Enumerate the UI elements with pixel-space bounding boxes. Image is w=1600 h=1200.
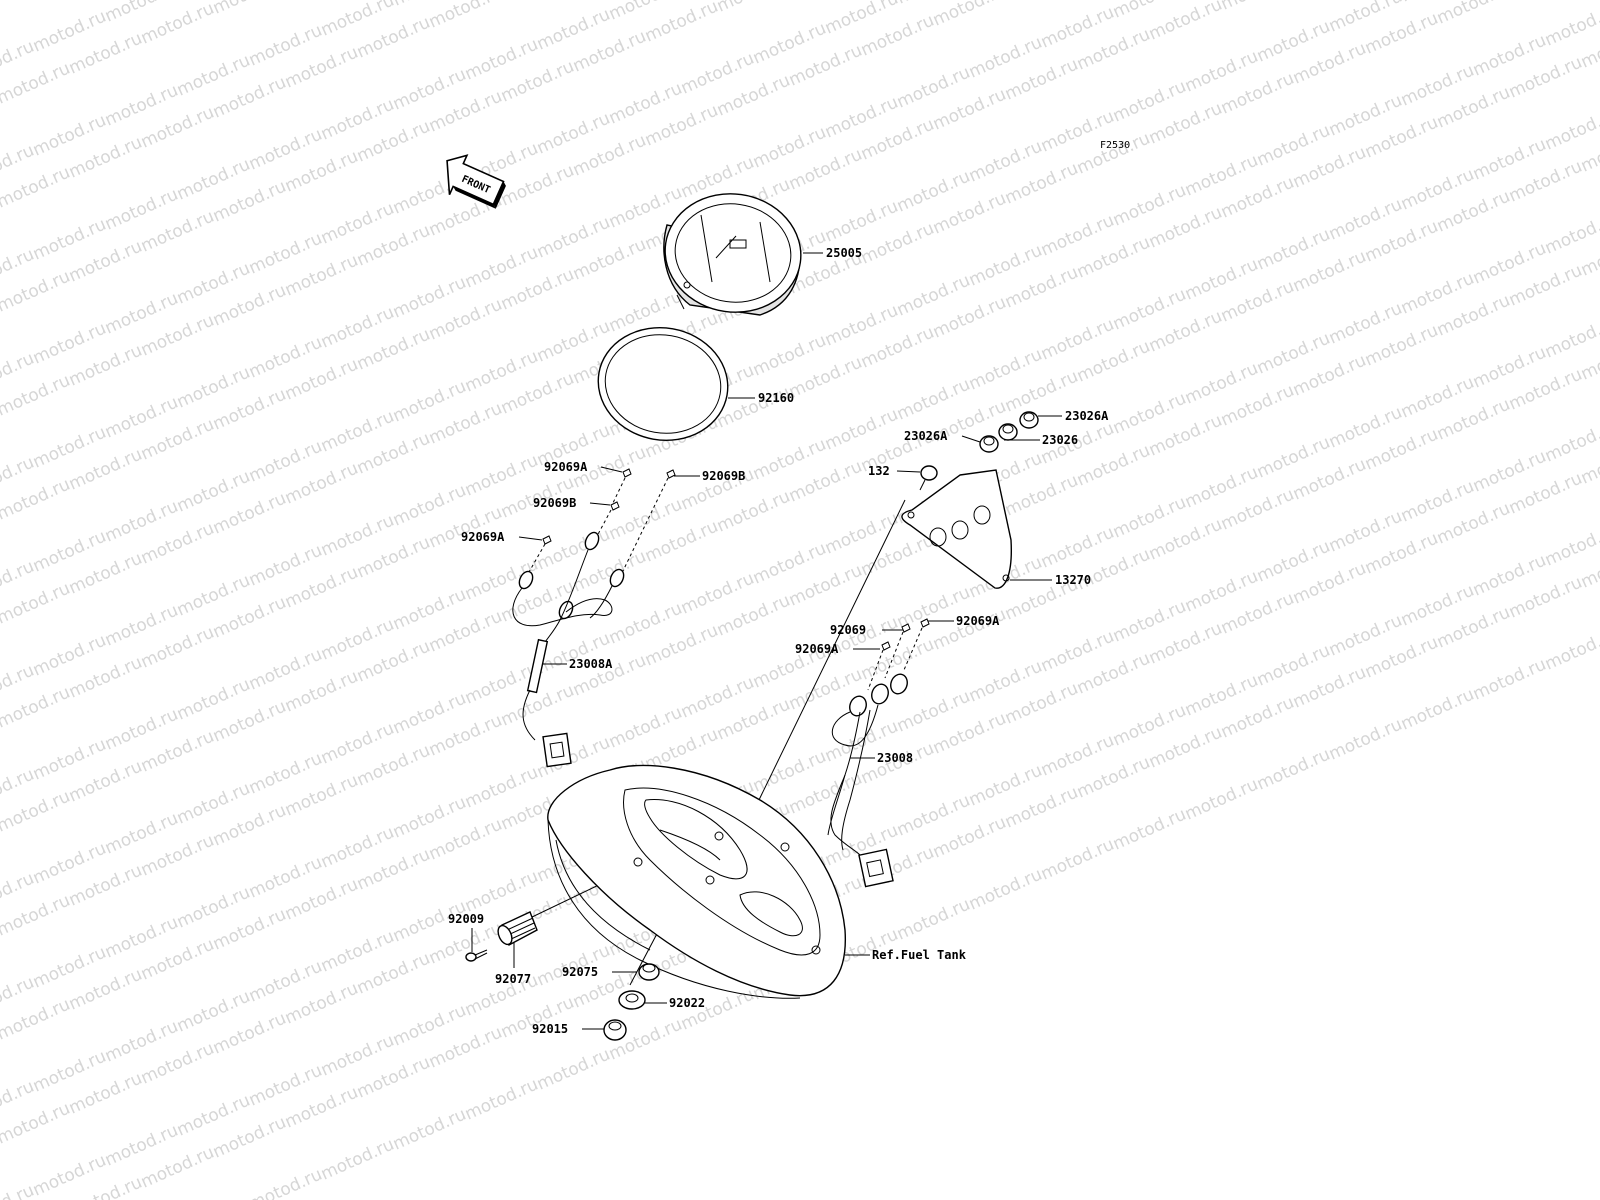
watermark-text: motod.ru	[894, 895, 973, 945]
watermark-text: motod.ru	[1002, 0, 1081, 1]
watermark-text: motod.ru	[0, 0, 1, 35]
label-92077: 92077	[495, 972, 531, 986]
label-ref-fuel-tank: Ref.Fuel Tank	[872, 948, 967, 962]
label-23008A: 23008A	[569, 657, 613, 671]
bracket-plate-part	[901, 465, 1012, 589]
knob-caps-part	[979, 411, 1039, 453]
label-92009: 92009	[448, 912, 484, 926]
label-13270: 13270	[1055, 573, 1091, 587]
label-92069A-1: 92069A	[544, 460, 588, 474]
watermark-text: motod.ru	[174, 1195, 253, 1200]
watermark-text: motod.ru	[1182, 775, 1261, 825]
watermark-text: motod.ru	[534, 1045, 613, 1095]
watermark-text: motod.ru	[210, 0, 289, 19]
watermark-text: motod.ru	[246, 1165, 325, 1200]
watermark-text: motod.ru	[966, 865, 1045, 915]
front-arrow-icon: FRONT	[446, 154, 506, 209]
watermark-text: motod.ru	[498, 0, 577, 3]
watermark-text: motod.ru	[1038, 835, 1117, 885]
watermark-text: motod.ru	[1542, 105, 1600, 155]
label-23026A-1: 23026A	[1065, 409, 1109, 423]
label-92069: 92069	[830, 623, 866, 637]
right-indicator-harness-part	[827, 618, 930, 888]
seal-ring-part	[597, 327, 729, 441]
watermark-text: motod.ru	[1542, 313, 1600, 363]
watermark-text: motod.ru	[1542, 1, 1600, 51]
label-92069B-1: 92069B	[702, 469, 745, 483]
watermark-text: motod.ru	[318, 1135, 397, 1185]
watermark-text: motod.ru	[1542, 209, 1600, 259]
label-23008: 23008	[877, 751, 913, 765]
bushing-part	[638, 963, 660, 981]
watermark-text: motod.ru	[1434, 0, 1513, 29]
watermark-text: motod.ru	[1110, 805, 1189, 855]
meter-cover-part	[547, 764, 846, 999]
watermark-text: motod.ru	[1398, 685, 1477, 735]
watermark-text: motod.ru	[642, 0, 721, 47]
washer-part	[618, 990, 646, 1010]
nut-part	[603, 1019, 627, 1041]
watermark-text: motod.ru	[0, 0, 73, 5]
watermark-text: motod.ru	[1326, 715, 1405, 765]
label-92069A-3: 92069A	[956, 614, 1000, 628]
figure-code: F2530	[1100, 140, 1130, 151]
label-92160: 92160	[758, 391, 794, 405]
label-92022: 92022	[669, 996, 705, 1010]
label-25005: 25005	[826, 246, 862, 260]
watermark-text: motod.ru	[1218, 0, 1297, 15]
label-92069A-2: 92069A	[461, 530, 505, 544]
label-92075: 92075	[562, 965, 598, 979]
label-132: 132	[868, 464, 890, 478]
watermark-text: motod.ru	[930, 0, 1009, 31]
watermark-text: motod.ru	[390, 1105, 469, 1155]
watermark-text: motod.ru	[1542, 521, 1600, 571]
watermark-text: motod.ru	[714, 0, 793, 17]
label-92069A-4: 92069A	[795, 642, 839, 656]
watermark-text: motod.ru	[426, 0, 505, 33]
watermark-text: motod.ru	[462, 1075, 541, 1125]
label-23026: 23026	[1042, 433, 1078, 447]
left-indicator-harness-part	[512, 468, 676, 768]
watermark-text: motod.ru	[1542, 417, 1600, 467]
watermark-text: motod.ru	[1146, 0, 1225, 45]
label-92069B-2: 92069B	[533, 496, 576, 510]
label-92015: 92015	[532, 1022, 568, 1036]
watermark-text: motod.ru	[1254, 745, 1333, 795]
meter-assembly-part	[663, 193, 802, 316]
watermark-text: motod.ru	[1470, 655, 1549, 705]
bolt-part	[465, 949, 488, 962]
label-23026A-2: 23026A	[904, 429, 948, 443]
grommet-part	[497, 911, 538, 947]
watermark-text: motod.ru	[1542, 625, 1600, 675]
